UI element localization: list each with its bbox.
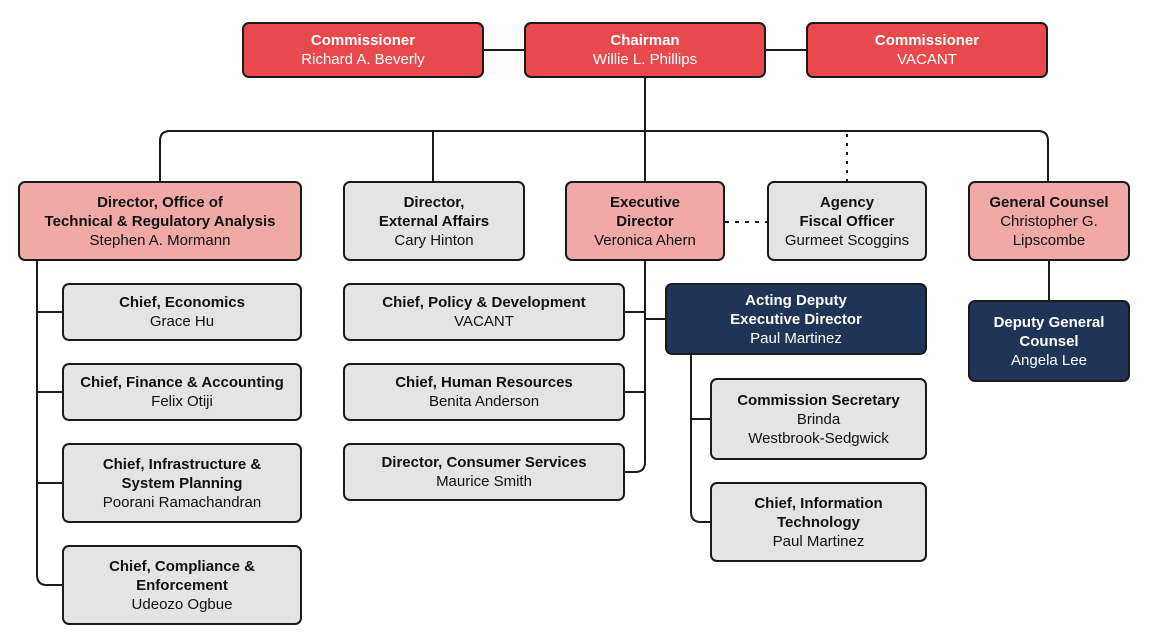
node-title: Director, Office of Technical & Regulato…	[44, 193, 276, 230]
node-title: Chief, Policy & Development	[382, 294, 586, 311]
node-director-consumer-services: Director, Consumer Services Maurice Smit…	[343, 443, 625, 501]
node-name: Stephen A. Mormann	[89, 231, 231, 249]
connector-otra-rake	[36, 261, 62, 586]
node-name: Maurice Smith	[436, 473, 532, 490]
node-title: Chief, Infrastructure & System Planning	[102, 455, 262, 492]
node-name: Poorani Ramachandran	[102, 493, 262, 511]
node-name: Paul Martinez	[772, 532, 865, 550]
node-chief-economics: Chief, Economics Grace Hu	[62, 283, 302, 341]
node-title: General Counsel	[989, 193, 1109, 211]
node-agency-fiscal-officer: Agency Fiscal Officer Gurmeet Scoggins	[767, 181, 927, 261]
node-title: Deputy General Counsel	[993, 313, 1105, 350]
node-title: Chief, Information Technology	[754, 494, 883, 531]
node-name: Felix Otiji	[151, 393, 213, 410]
node-name: Christopher G. Lipscombe	[1000, 212, 1098, 249]
node-chief-compliance: Chief, Compliance & Enforcement Udeozo O…	[62, 545, 302, 625]
node-title: Commission Secretary	[737, 391, 900, 409]
node-name: Willie L. Phillips	[592, 51, 698, 68]
node-commissioner-beverly: Commissioner Richard A. Beverly	[242, 22, 484, 78]
node-title: Director, Consumer Services	[381, 454, 587, 471]
node-chief-finance: Chief, Finance & Accounting Felix Otiji	[62, 363, 302, 421]
node-name: Veronica Ahern	[594, 231, 696, 249]
node-director-otra: Director, Office of Technical & Regulato…	[18, 181, 302, 261]
node-acting-deputy-executive-director: Acting Deputy Executive Director Paul Ma…	[665, 283, 927, 355]
node-name: Brinda Westbrook-Sedgwick	[748, 410, 889, 447]
node-title: Executive Director	[609, 193, 681, 230]
node-general-counsel: General Counsel Christopher G. Lipscombe	[968, 181, 1130, 261]
connector-deputy-rake	[690, 355, 710, 523]
node-chief-infrastructure: Chief, Infrastructure & System Planning …	[62, 443, 302, 523]
node-commissioner-vacant: Commissioner VACANT	[806, 22, 1048, 78]
node-deputy-general-counsel: Deputy General Counsel Angela Lee	[968, 300, 1130, 382]
node-title: Commissioner	[310, 32, 416, 49]
node-chief-hr: Chief, Human Resources Benita Anderson	[343, 363, 625, 421]
node-title: Acting Deputy Executive Director	[730, 291, 862, 328]
node-name: VACANT	[897, 51, 957, 68]
node-title: Chief, Human Resources	[395, 374, 573, 391]
node-title: Commissioner	[874, 32, 980, 49]
node-chief-information-technology: Chief, Information Technology Paul Marti…	[710, 482, 927, 562]
node-title: Chief, Economics	[119, 294, 245, 311]
connector-exec-rake	[625, 261, 646, 473]
node-name: Richard A. Beverly	[301, 51, 425, 68]
node-name: Paul Martinez	[750, 329, 842, 347]
node-title: Chief, Finance & Accounting	[80, 374, 284, 391]
node-title: Agency Fiscal Officer	[799, 193, 895, 230]
node-title: Director, External Affairs	[378, 193, 490, 230]
node-director-external-affairs: Director, External Affairs Cary Hinton	[343, 181, 525, 261]
node-name: Cary Hinton	[394, 231, 474, 249]
node-name: Benita Anderson	[428, 393, 540, 410]
connector-bus	[159, 130, 1049, 181]
node-name: Angela Lee	[1011, 351, 1087, 369]
node-chairman: Chairman Willie L. Phillips	[524, 22, 766, 78]
node-name: Udeozo Ogbue	[131, 595, 233, 613]
node-executive-director: Executive Director Veronica Ahern	[565, 181, 725, 261]
node-title: Chairman	[610, 32, 680, 49]
node-name: Grace Hu	[149, 313, 215, 330]
node-name: Gurmeet Scoggins	[784, 231, 910, 249]
node-chief-policy: Chief, Policy & Development VACANT	[343, 283, 625, 341]
node-title: Chief, Compliance & Enforcement	[109, 557, 255, 594]
node-name: VACANT	[454, 313, 514, 330]
node-commission-secretary: Commission Secretary Brinda Westbrook-Se…	[710, 378, 927, 460]
